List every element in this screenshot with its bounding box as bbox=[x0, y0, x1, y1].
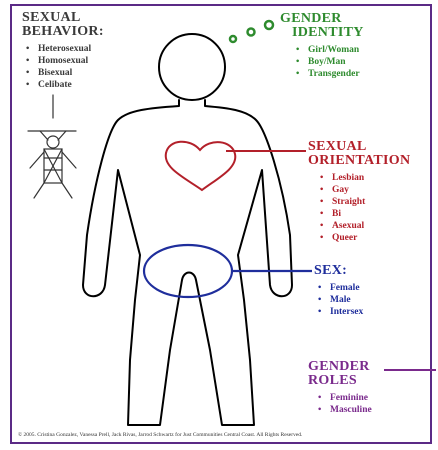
gender-roles-title-line2: ROLES bbox=[308, 374, 372, 388]
gender-identity-list: Girl/Woman Boy/Man Transgender bbox=[292, 44, 364, 80]
list-item: Queer bbox=[316, 232, 410, 244]
sex-marker bbox=[144, 245, 312, 297]
list-item: Bi bbox=[316, 208, 410, 220]
human-figure bbox=[83, 34, 292, 425]
list-item: Asexual bbox=[316, 220, 410, 232]
sexual-behavior-section: SEXUAL BEHAVIOR: Heterosexual Homosexual… bbox=[22, 11, 104, 91]
gender-roles-list: Feminine Masculine bbox=[314, 392, 372, 416]
sexual-behavior-title-line2: BEHAVIOR: bbox=[22, 25, 104, 39]
gender-roles-title-line1: GENDER bbox=[308, 360, 372, 374]
thought-bubble-medium bbox=[248, 29, 255, 36]
sexual-orientation-title-line2: ORIENTATION bbox=[308, 154, 410, 168]
figure-body-outline bbox=[83, 100, 292, 425]
figure-head bbox=[159, 34, 225, 100]
sexual-behavior-title-line1: SEXUAL bbox=[22, 11, 104, 25]
list-item: Lesbian bbox=[316, 172, 410, 184]
gender-identity-title-line1: GENDER bbox=[280, 12, 364, 26]
list-item: Boy/Man bbox=[292, 56, 364, 68]
list-item: Male bbox=[314, 294, 363, 306]
sexual-orientation-title-line1: SEXUAL bbox=[308, 140, 410, 154]
heart-icon bbox=[166, 142, 236, 190]
list-item: Celibate bbox=[22, 79, 104, 91]
pelvis-ellipse bbox=[144, 245, 232, 297]
thought-bubble-small bbox=[230, 36, 236, 42]
gender-identity-title-line2: IDENTITY bbox=[280, 26, 364, 40]
list-item: Heterosexual bbox=[22, 43, 104, 55]
stick-figure-puppet bbox=[28, 95, 76, 198]
sexual-behavior-list: Heterosexual Homosexual Bisexual Celibat… bbox=[22, 43, 104, 91]
list-item: Girl/Woman bbox=[292, 44, 364, 56]
sexual-orientation-list: Lesbian Gay Straight Bi Asexual Queer bbox=[316, 172, 410, 244]
gender-identity-section: GENDER IDENTITY Girl/Woman Boy/Man Trans… bbox=[280, 12, 364, 80]
heart-orientation-marker bbox=[166, 142, 306, 190]
sex-title: SEX: bbox=[314, 264, 363, 278]
copyright-notice: © 2005. Cristina Gonzalez, Vanessa Prell… bbox=[18, 432, 302, 438]
thought-bubbles bbox=[230, 21, 273, 42]
sex-section: SEX: Female Male Intersex bbox=[314, 264, 363, 318]
thought-bubble-large bbox=[265, 21, 273, 29]
gender-roles-section: GENDER ROLES Feminine Masculine bbox=[308, 360, 372, 416]
list-item: Intersex bbox=[314, 306, 363, 318]
sex-list: Female Male Intersex bbox=[314, 282, 363, 318]
list-item: Bisexual bbox=[22, 67, 104, 79]
list-item: Homosexual bbox=[22, 55, 104, 67]
list-item: Gay bbox=[316, 184, 410, 196]
list-item: Straight bbox=[316, 196, 410, 208]
list-item: Masculine bbox=[314, 404, 372, 416]
sexual-orientation-section: SEXUAL ORIENTATION Lesbian Gay Straight … bbox=[308, 140, 410, 244]
list-item: Transgender bbox=[292, 68, 364, 80]
list-item: Feminine bbox=[314, 392, 372, 404]
list-item: Female bbox=[314, 282, 363, 294]
